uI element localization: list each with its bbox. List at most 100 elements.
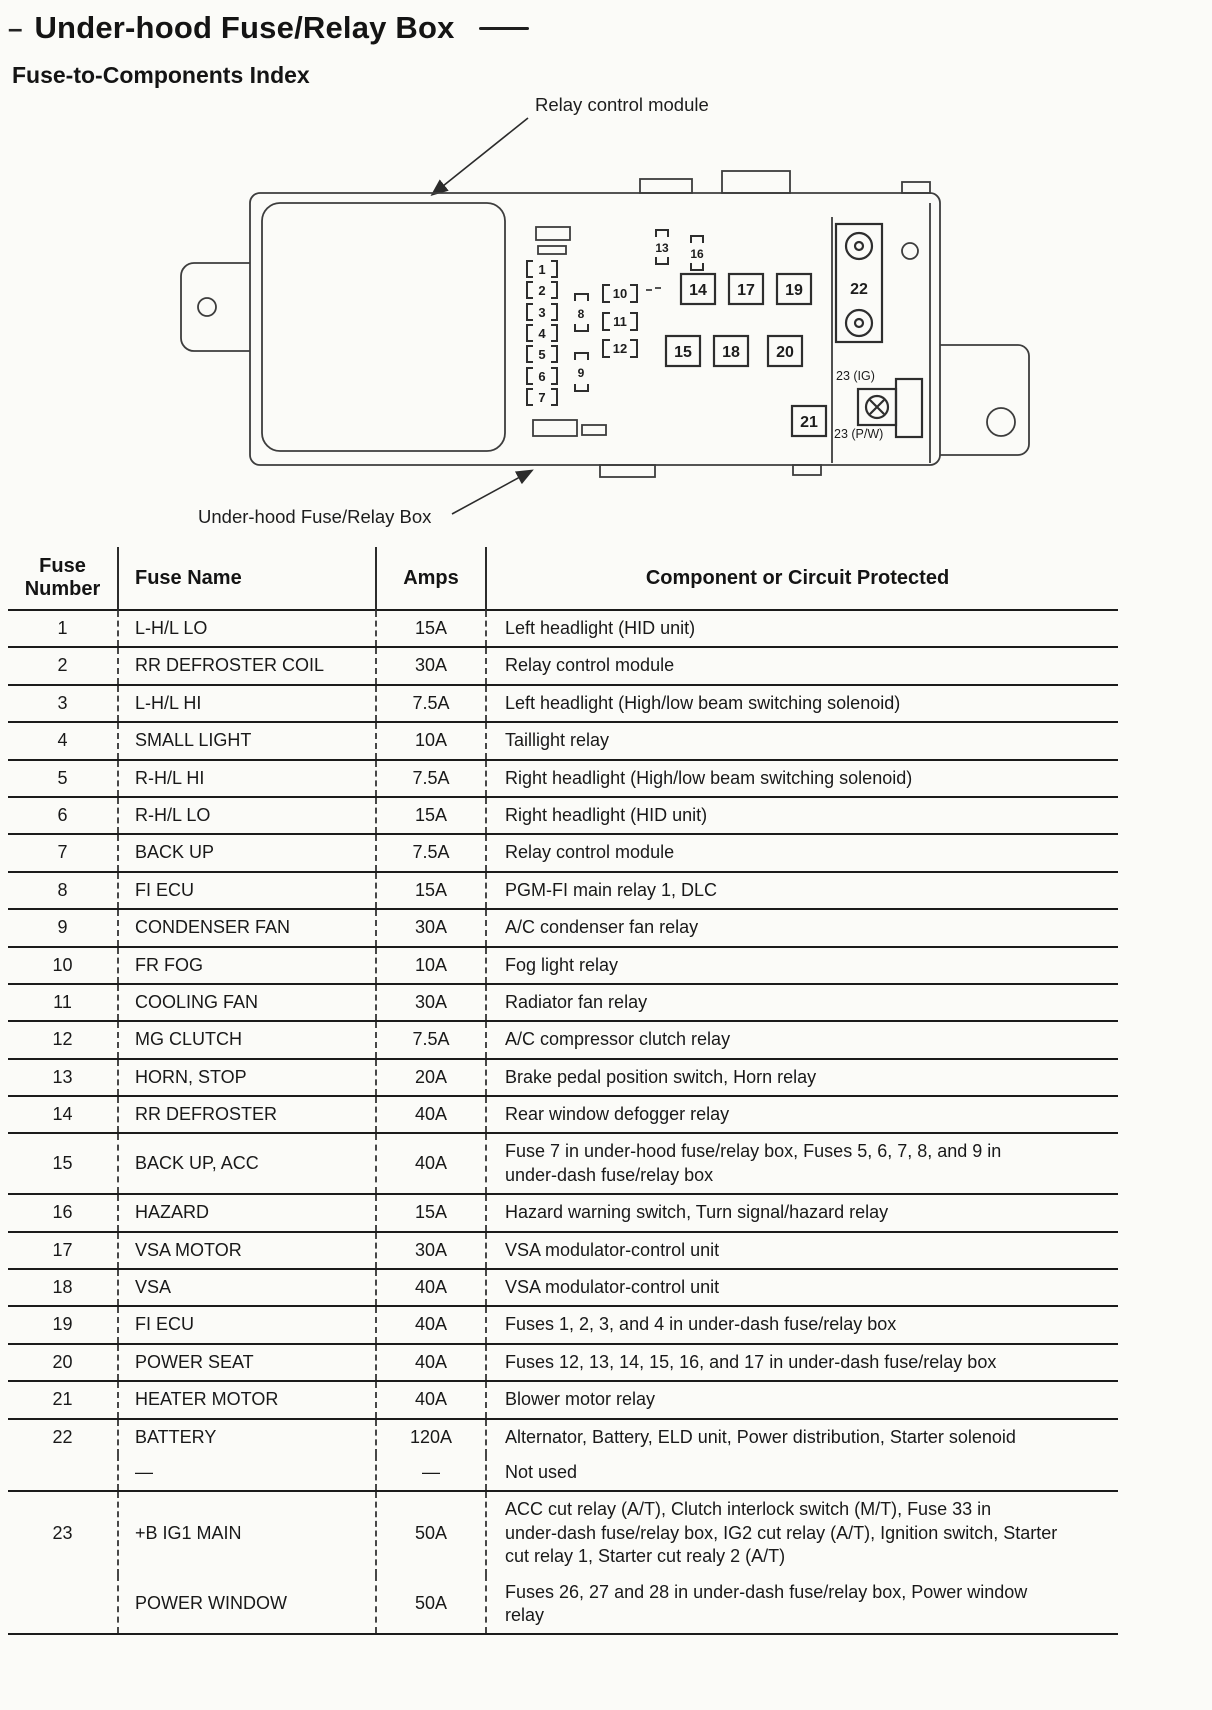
fuse-number-cell: 23 [52, 1522, 73, 1543]
component-cell: VSA modulator-control unit [485, 1269, 1118, 1307]
component-cell: A/C compressor clutch relay [485, 1021, 1118, 1059]
fuse-slot-6-label: 6 [538, 369, 545, 384]
amps-cell: 15A [375, 871, 486, 910]
title-dash: – [8, 12, 23, 43]
fuse-slot-1-label: 1 [538, 262, 545, 277]
fuse-name-cell: CONDENSER FAN [117, 909, 376, 947]
amps-cell: 40A [375, 1133, 486, 1195]
fuse-square-labels: 14 17 19 15 18 20 21 22 23 (IG) 23 (P/W) [674, 281, 883, 441]
fuse-number-cell: 19 [52, 1314, 73, 1335]
amps-cell: 50A [375, 1574, 486, 1635]
amps-cell: 40A [375, 1343, 486, 1382]
amps-cell: 30A [375, 909, 486, 947]
component-cell: Relay control module [485, 834, 1118, 872]
fuse-number-cell: 5 [57, 767, 68, 788]
fuse-number-cell: 9 [57, 917, 68, 938]
fuse-name-cell: +B IG1 MAIN [117, 1491, 376, 1575]
fuse-number-cell: 3 [57, 692, 68, 713]
fuse-slot-12-label: 12 [613, 341, 627, 356]
amps-cell: 30A [375, 647, 486, 685]
fuse-name-cell: POWER WINDOW [117, 1574, 376, 1635]
fuse-name-cell: — [117, 1454, 376, 1492]
fuse-number-cell: 15 [52, 1153, 73, 1174]
component-cell: Left headlight (HID unit) [485, 610, 1118, 648]
fuse-name-cell: BACK UP, ACC [117, 1133, 376, 1195]
fuse-number-cell: 13 [52, 1066, 73, 1087]
amps-cell: 15A [375, 796, 486, 835]
fuse-number-cell [8, 1575, 118, 1635]
amps-cell: 10A [375, 946, 486, 984]
component-cell: Blower motor relay [485, 1381, 1118, 1419]
fuse-name-cell: COOLING FAN [117, 983, 376, 1022]
fuse-slot-5-label: 5 [538, 347, 545, 362]
header-fuse-number-line2: Number [24, 578, 101, 600]
amps-cell: 10A [375, 722, 486, 760]
fuse-number-cell: 1 [57, 618, 68, 638]
fuse-slot-22-label: 22 [850, 281, 868, 298]
fuse-name-cell: RR DEFROSTER [117, 1096, 376, 1134]
header-fuse-number: Fuse Number [8, 547, 118, 610]
fuse-slot-labels: 1 2 3 4 5 6 7 8 9 10 11 12 13 16 [538, 241, 704, 405]
component-cell: ACC cut relay (A/T), Clutch interlock sw… [485, 1491, 1118, 1575]
fuse-slot-2-label: 2 [538, 283, 545, 298]
component-cell: A/C condenser fan relay [485, 909, 1118, 947]
fuse-number-cell: 6 [57, 804, 68, 825]
header-amps: Amps [375, 547, 486, 610]
amps-cell: 7.5A [375, 684, 486, 723]
component-cell: Fuses 12, 13, 14, 15, 16, and 17 in unde… [485, 1343, 1118, 1382]
fuse-number-cell: 4 [57, 730, 68, 751]
fuse-name-cell: VSA MOTOR [117, 1231, 376, 1270]
amps-cell: 15A [375, 610, 486, 648]
component-cell: Right headlight (HID unit) [485, 796, 1118, 835]
fuse-number-cell: 11 [53, 991, 72, 1012]
component-cell: VSA modulator-control unit [485, 1231, 1118, 1270]
fuse-slot-13-label: 13 [655, 241, 669, 255]
fuse-slot-3-label: 3 [538, 305, 545, 320]
fuse-slot-21-label: 21 [800, 414, 818, 431]
component-cell: Left headlight (High/low beam switching … [485, 684, 1118, 723]
callout-arrow-bottom [451, 469, 534, 515]
fuse-name-cell: VSA [117, 1269, 376, 1307]
fuse-name-cell: R-H/L LO [117, 796, 376, 835]
fuse-slot-16-label: 16 [690, 247, 704, 261]
amps-cell: 120A [375, 1418, 486, 1455]
fuse-name-cell: RR DEFROSTER COIL [117, 647, 376, 685]
fuse-number-cell: 16 [52, 1202, 73, 1223]
component-cell: Hazard warning switch, Turn signal/hazar… [485, 1194, 1118, 1232]
fuse-number-cell [8, 1455, 118, 1491]
fuse-name-cell: HAZARD [117, 1194, 376, 1232]
fuse-number-cell: 17 [52, 1239, 73, 1260]
amps-cell: 30A [375, 983, 486, 1022]
header-fuse-number-line1: Fuse [39, 555, 86, 577]
fuse-name-cell: HEATER MOTOR [117, 1381, 376, 1419]
fuse-number-cell: 2 [57, 655, 68, 676]
section-subtitle: Fuse-to-Components Index [12, 62, 310, 88]
amps-cell: 7.5A [375, 1021, 486, 1059]
fuse-slot-9-label: 9 [578, 366, 585, 380]
page-header: – Under-hood Fuse/Relay Box [8, 10, 1212, 46]
fuse-slot-11-label: 11 [613, 314, 627, 329]
fuse-name-cell: MG CLUTCH [117, 1021, 376, 1059]
component-cell: Fuses 1, 2, 3, and 4 in under-dash fuse/… [485, 1306, 1118, 1344]
component-cell: Taillight relay [485, 722, 1118, 760]
fuse-name-cell: L-H/L HI [117, 684, 376, 723]
fuse-slot-18-label: 18 [722, 344, 740, 361]
